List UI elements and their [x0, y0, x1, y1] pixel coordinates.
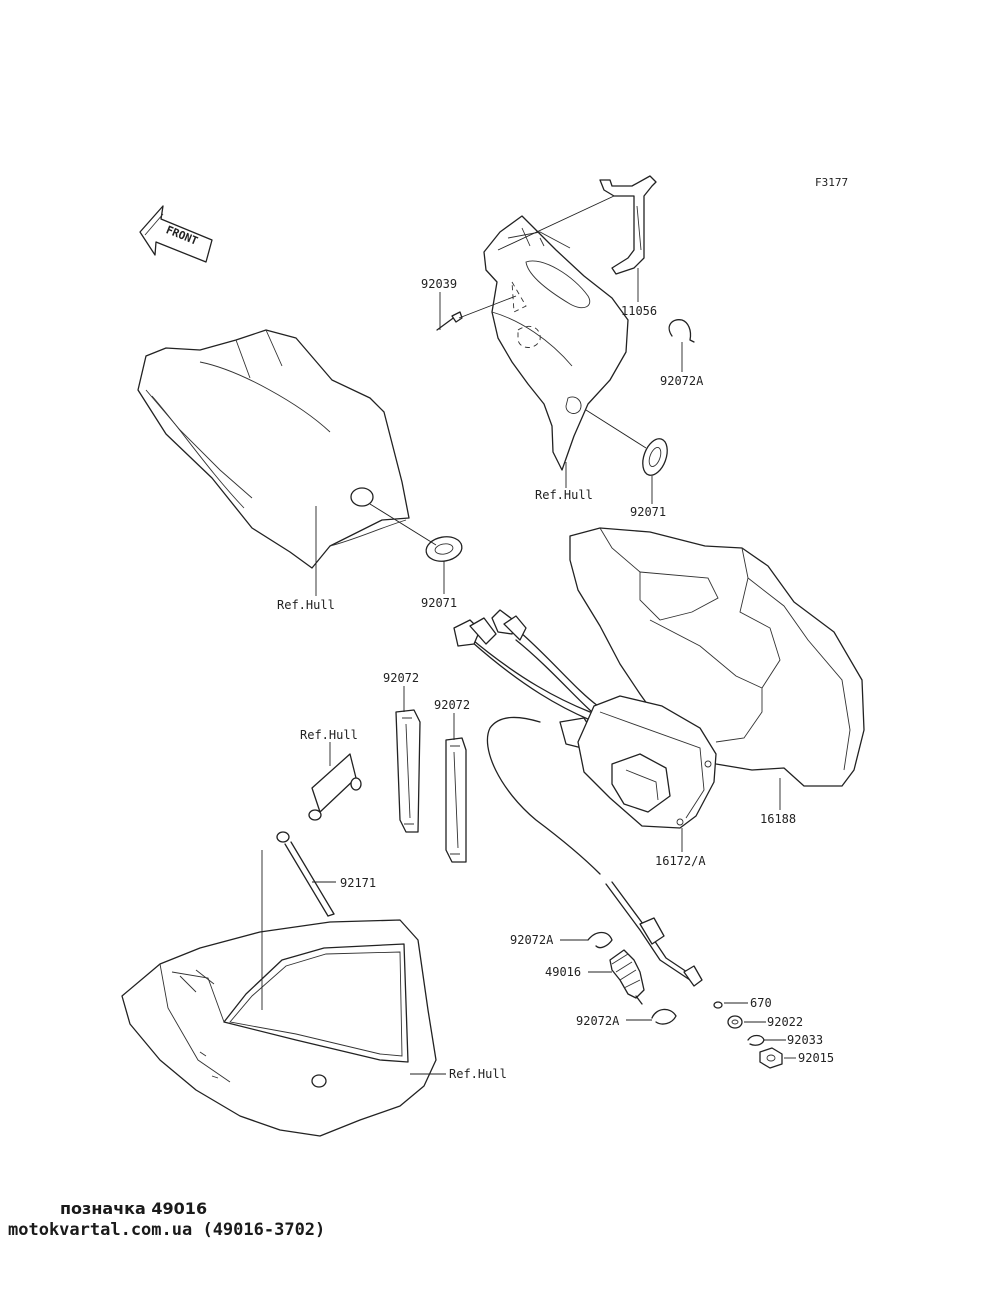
grommet-92071-right	[642, 438, 668, 476]
washer-92022	[727, 1015, 743, 1029]
strap-92072-right	[445, 737, 467, 863]
label-670: 670	[750, 996, 772, 1010]
clamp-92072a-low	[651, 1008, 677, 1025]
label-92072-right: 92072	[434, 698, 470, 712]
boot-49016	[609, 949, 645, 1005]
label-92039: 92039	[421, 277, 457, 291]
upper-hull-section	[483, 215, 629, 471]
left-hull-section	[137, 329, 410, 569]
label-refhull-left: Ref.Hull	[277, 598, 335, 612]
figure-code: F3177	[815, 176, 848, 189]
spring-washer-92033	[747, 1034, 765, 1046]
label-92071-right: 92071	[630, 505, 666, 519]
rod-92171	[276, 831, 335, 917]
label-92071-left: 92071	[421, 596, 457, 610]
hardware-stack	[713, 1001, 783, 1069]
label-92072a-top: 92072A	[660, 374, 704, 388]
label-11056: 11056	[621, 304, 657, 318]
hull-patch-mid	[308, 753, 362, 821]
o-ring-670	[713, 1001, 723, 1009]
label-92015: 92015	[798, 1051, 834, 1065]
label-92072-left: 92072	[383, 671, 419, 685]
clamp-92072a-top	[668, 319, 695, 343]
cover-16188	[569, 527, 865, 787]
label-16188: 16188	[760, 812, 796, 826]
control-unit-16172a	[577, 695, 717, 829]
label-refhull-top: Ref.Hull	[535, 488, 593, 502]
pin-92039	[436, 311, 463, 331]
bottom-hull-section	[121, 919, 437, 1137]
control-cable	[605, 881, 703, 987]
label-92072a-mid: 92072A	[510, 933, 554, 947]
leader-lines	[261, 195, 796, 1075]
grommet-92071-left	[425, 536, 463, 562]
wiring-harness	[453, 609, 601, 875]
label-refhull-mid: Ref.Hull	[300, 728, 358, 742]
strap-92072-left	[395, 709, 421, 833]
label-92072a-low: 92072A	[576, 1014, 620, 1028]
clamp-92072a-mid	[587, 931, 613, 949]
footer-site-link[interactable]: motokvartal.com.ua (49016-3702)	[8, 1220, 326, 1240]
label-92033: 92033	[787, 1033, 823, 1047]
label-49016: 49016	[545, 965, 581, 979]
label-92022: 92022	[767, 1015, 803, 1029]
label-16172a: 16172/A	[655, 854, 706, 868]
bracket-11056	[599, 175, 657, 275]
front-arrow-icon: FRONT	[139, 205, 213, 263]
label-refhull-bottom: Ref.Hull	[449, 1067, 507, 1081]
footer-caption: позначка 49016	[60, 1199, 208, 1218]
label-92171: 92171	[340, 876, 376, 890]
nut-92015	[759, 1047, 783, 1069]
